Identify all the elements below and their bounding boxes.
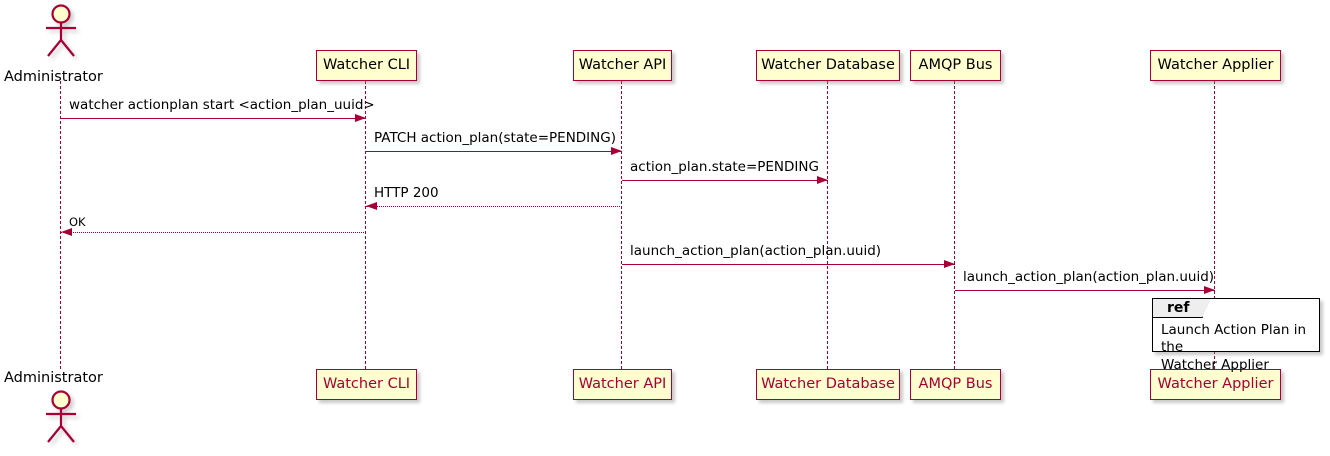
ref-fragment-header: ref	[1153, 299, 1203, 318]
participant-watcher-api-bottom[interactable]: Watcher API	[573, 369, 672, 400]
lifeline-watcher-api	[621, 81, 623, 369]
message-line-msg-launch-action-plan-bus	[622, 264, 955, 265]
participant-watcher-api-top[interactable]: Watcher API	[573, 50, 672, 81]
message-label-msg-launch-action-plan-applier: launch_action_plan(action_plan.uuid)	[963, 269, 1215, 285]
lifeline-watcher-applier	[1214, 81, 1216, 369]
message-label-msg-action-plan-state-pending: action_plan.state=PENDING	[630, 159, 819, 175]
participant-amqp-bus-top[interactable]: AMQP Bus	[910, 50, 1001, 81]
lifeline-watcher-cli	[365, 81, 367, 369]
message-label-msg-launch-action-plan-bus: launch_action_plan(action_plan.uuid)	[630, 243, 882, 259]
arrow-head-msg-launch-action-plan-bus	[944, 260, 955, 268]
arrow-head-msg-ok	[61, 228, 72, 236]
actor-administrator-bottom	[39, 390, 83, 444]
actor-label-administrator-bottom: Administrator	[4, 370, 103, 386]
ref-fragment-header-fold	[1201, 299, 1211, 318]
actor-label-administrator-top: Administrator	[4, 69, 103, 85]
arrow-head-msg-watcher-actionplan-start	[355, 114, 366, 122]
message-label-msg-watcher-actionplan-start: watcher actionplan start <action_plan_uu…	[69, 97, 375, 113]
lifeline-amqp-bus	[954, 81, 956, 369]
participant-watcher-cli-top[interactable]: Watcher CLI	[316, 50, 417, 81]
participant-watcher-database-top[interactable]: Watcher Database	[756, 50, 900, 81]
message-label-msg-patch-action-plan: PATCH action_plan(state=PENDING)	[374, 130, 616, 146]
participant-watcher-applier-top[interactable]: Watcher Applier	[1150, 50, 1281, 81]
lifeline-administrator	[60, 81, 62, 369]
participant-amqp-bus-bottom[interactable]: AMQP Bus	[910, 369, 1001, 400]
participant-watcher-applier-bottom[interactable]: Watcher Applier	[1150, 369, 1281, 400]
participant-watcher-database-bottom[interactable]: Watcher Database	[756, 369, 900, 400]
message-line-msg-watcher-actionplan-start	[61, 118, 366, 119]
participant-watcher-cli-bottom[interactable]: Watcher CLI	[316, 369, 417, 400]
ref-fragment-body: Launch Action Plan in the Watcher Applie…	[1161, 322, 1307, 373]
actor-administrator-top	[39, 4, 83, 58]
message-label-msg-ok: OK	[69, 215, 86, 229]
message-line-msg-action-plan-state-pending	[622, 180, 828, 181]
arrow-head-msg-action-plan-state-pending	[817, 176, 828, 184]
arrow-head-msg-patch-action-plan	[611, 147, 622, 155]
lifeline-watcher-database	[827, 81, 829, 369]
message-line-msg-launch-action-plan-applier	[955, 290, 1215, 291]
message-line-msg-http-200	[366, 206, 622, 207]
message-label-msg-http-200: HTTP 200	[374, 185, 439, 201]
message-line-msg-ok	[61, 232, 366, 233]
arrow-head-msg-http-200	[366, 202, 377, 210]
message-line-msg-patch-action-plan	[366, 151, 622, 152]
arrow-head-msg-launch-action-plan-applier	[1204, 286, 1215, 294]
